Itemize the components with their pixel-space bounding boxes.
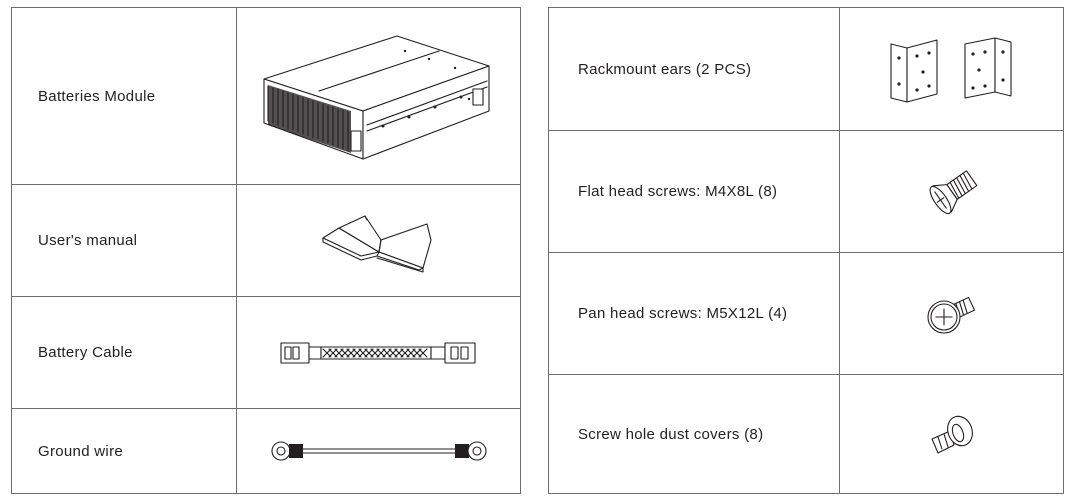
item-label: Screw hole dust covers (8) (548, 374, 840, 494)
table-row: Batteries Module (11, 7, 521, 185)
table-row: Screw hole dust covers (8) (548, 374, 1064, 494)
pan-head-screw-icon (926, 296, 975, 334)
dust-cover-icon (930, 415, 973, 454)
table-row: Battery Cable (11, 296, 521, 409)
item-image (839, 374, 1064, 494)
rackmount-ears-icon (889, 37, 1012, 103)
item-image (236, 7, 521, 185)
item-label: Rackmount ears (2 PCS) (548, 7, 840, 131)
left-parts-table: Batteries Module (11, 7, 521, 494)
item-label: Battery Cable (11, 296, 237, 409)
flat-head-screw-icon (929, 169, 977, 214)
item-label: Flat head screws: M4X8L (8) (548, 130, 840, 253)
right-parts-table: Rackmount ears (2 PCS) (548, 7, 1064, 494)
battery-cable-icon (279, 341, 476, 364)
table-row: Flat head screws: M4X8L (8) (548, 130, 1064, 253)
open-book-icon (321, 214, 432, 273)
ground-wire-icon (270, 441, 487, 461)
table-row: Ground wire (11, 408, 521, 494)
item-label: Pan head screws: M5X12L (4) (548, 252, 840, 375)
item-image (839, 252, 1064, 375)
item-image (839, 7, 1064, 131)
table-row: User's manual (11, 184, 521, 297)
item-image (236, 408, 521, 494)
item-label: User's manual (11, 184, 237, 297)
item-label: Batteries Module (11, 7, 237, 185)
item-image (236, 184, 521, 297)
table-row: Rackmount ears (2 PCS) (548, 7, 1064, 131)
item-label: Ground wire (11, 408, 237, 494)
table-row: Pan head screws: M5X12L (4) (548, 252, 1064, 375)
item-image (839, 130, 1064, 253)
item-image (236, 296, 521, 409)
battery-module-icon (262, 35, 490, 160)
